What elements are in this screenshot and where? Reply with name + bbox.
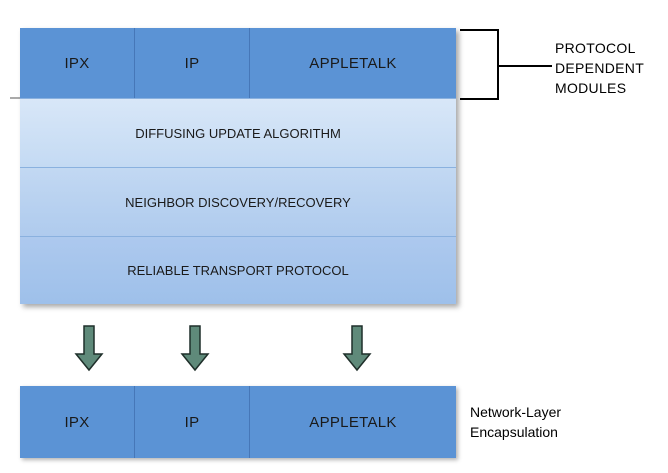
bottom-module-ip: IP	[135, 386, 250, 458]
layer-diffusing-update-algorithm: DIFFUSING UPDATE ALGORITHM	[20, 98, 456, 167]
bottom-module-ipx: IPX	[20, 386, 135, 458]
protocol-dependent-modules-row: IPX IP APPLETALK	[20, 28, 456, 98]
network-label-line1: Network-Layer	[470, 404, 562, 420]
network-layer-row: IPX IP APPLETALK	[20, 386, 456, 458]
layer-neighbor-discovery: NEIGHBOR DISCOVERY/RECOVERY	[20, 167, 456, 236]
module-appletalk: APPLETALK	[309, 54, 397, 72]
module-ipx: IPX	[20, 28, 135, 98]
protocol-label-line1: PROTOCOL	[555, 40, 636, 56]
protocol-stack: IPX IP APPLETALK DIFFUSING UPDATE ALGORI…	[20, 28, 456, 304]
bottom-module-appletalk: APPLETALK	[309, 413, 397, 431]
down-arrow-ip	[180, 325, 210, 372]
bracket	[460, 29, 499, 100]
down-arrow-appletalk	[342, 325, 372, 372]
network-layer-label: Network-Layer Encapsulation	[470, 402, 660, 442]
layer-reliable-transport: RELIABLE TRANSPORT PROTOCOL	[20, 236, 456, 304]
module-ip: IP	[135, 28, 250, 98]
protocol-label-line3: MODULES	[555, 80, 627, 96]
network-label-line2: Encapsulation	[470, 424, 558, 440]
down-arrow-ipx	[74, 325, 104, 372]
protocol-dependent-modules-label: PROTOCOL DEPENDENT MODULES	[555, 38, 665, 98]
protocol-label-line2: DEPENDENT	[555, 60, 645, 76]
